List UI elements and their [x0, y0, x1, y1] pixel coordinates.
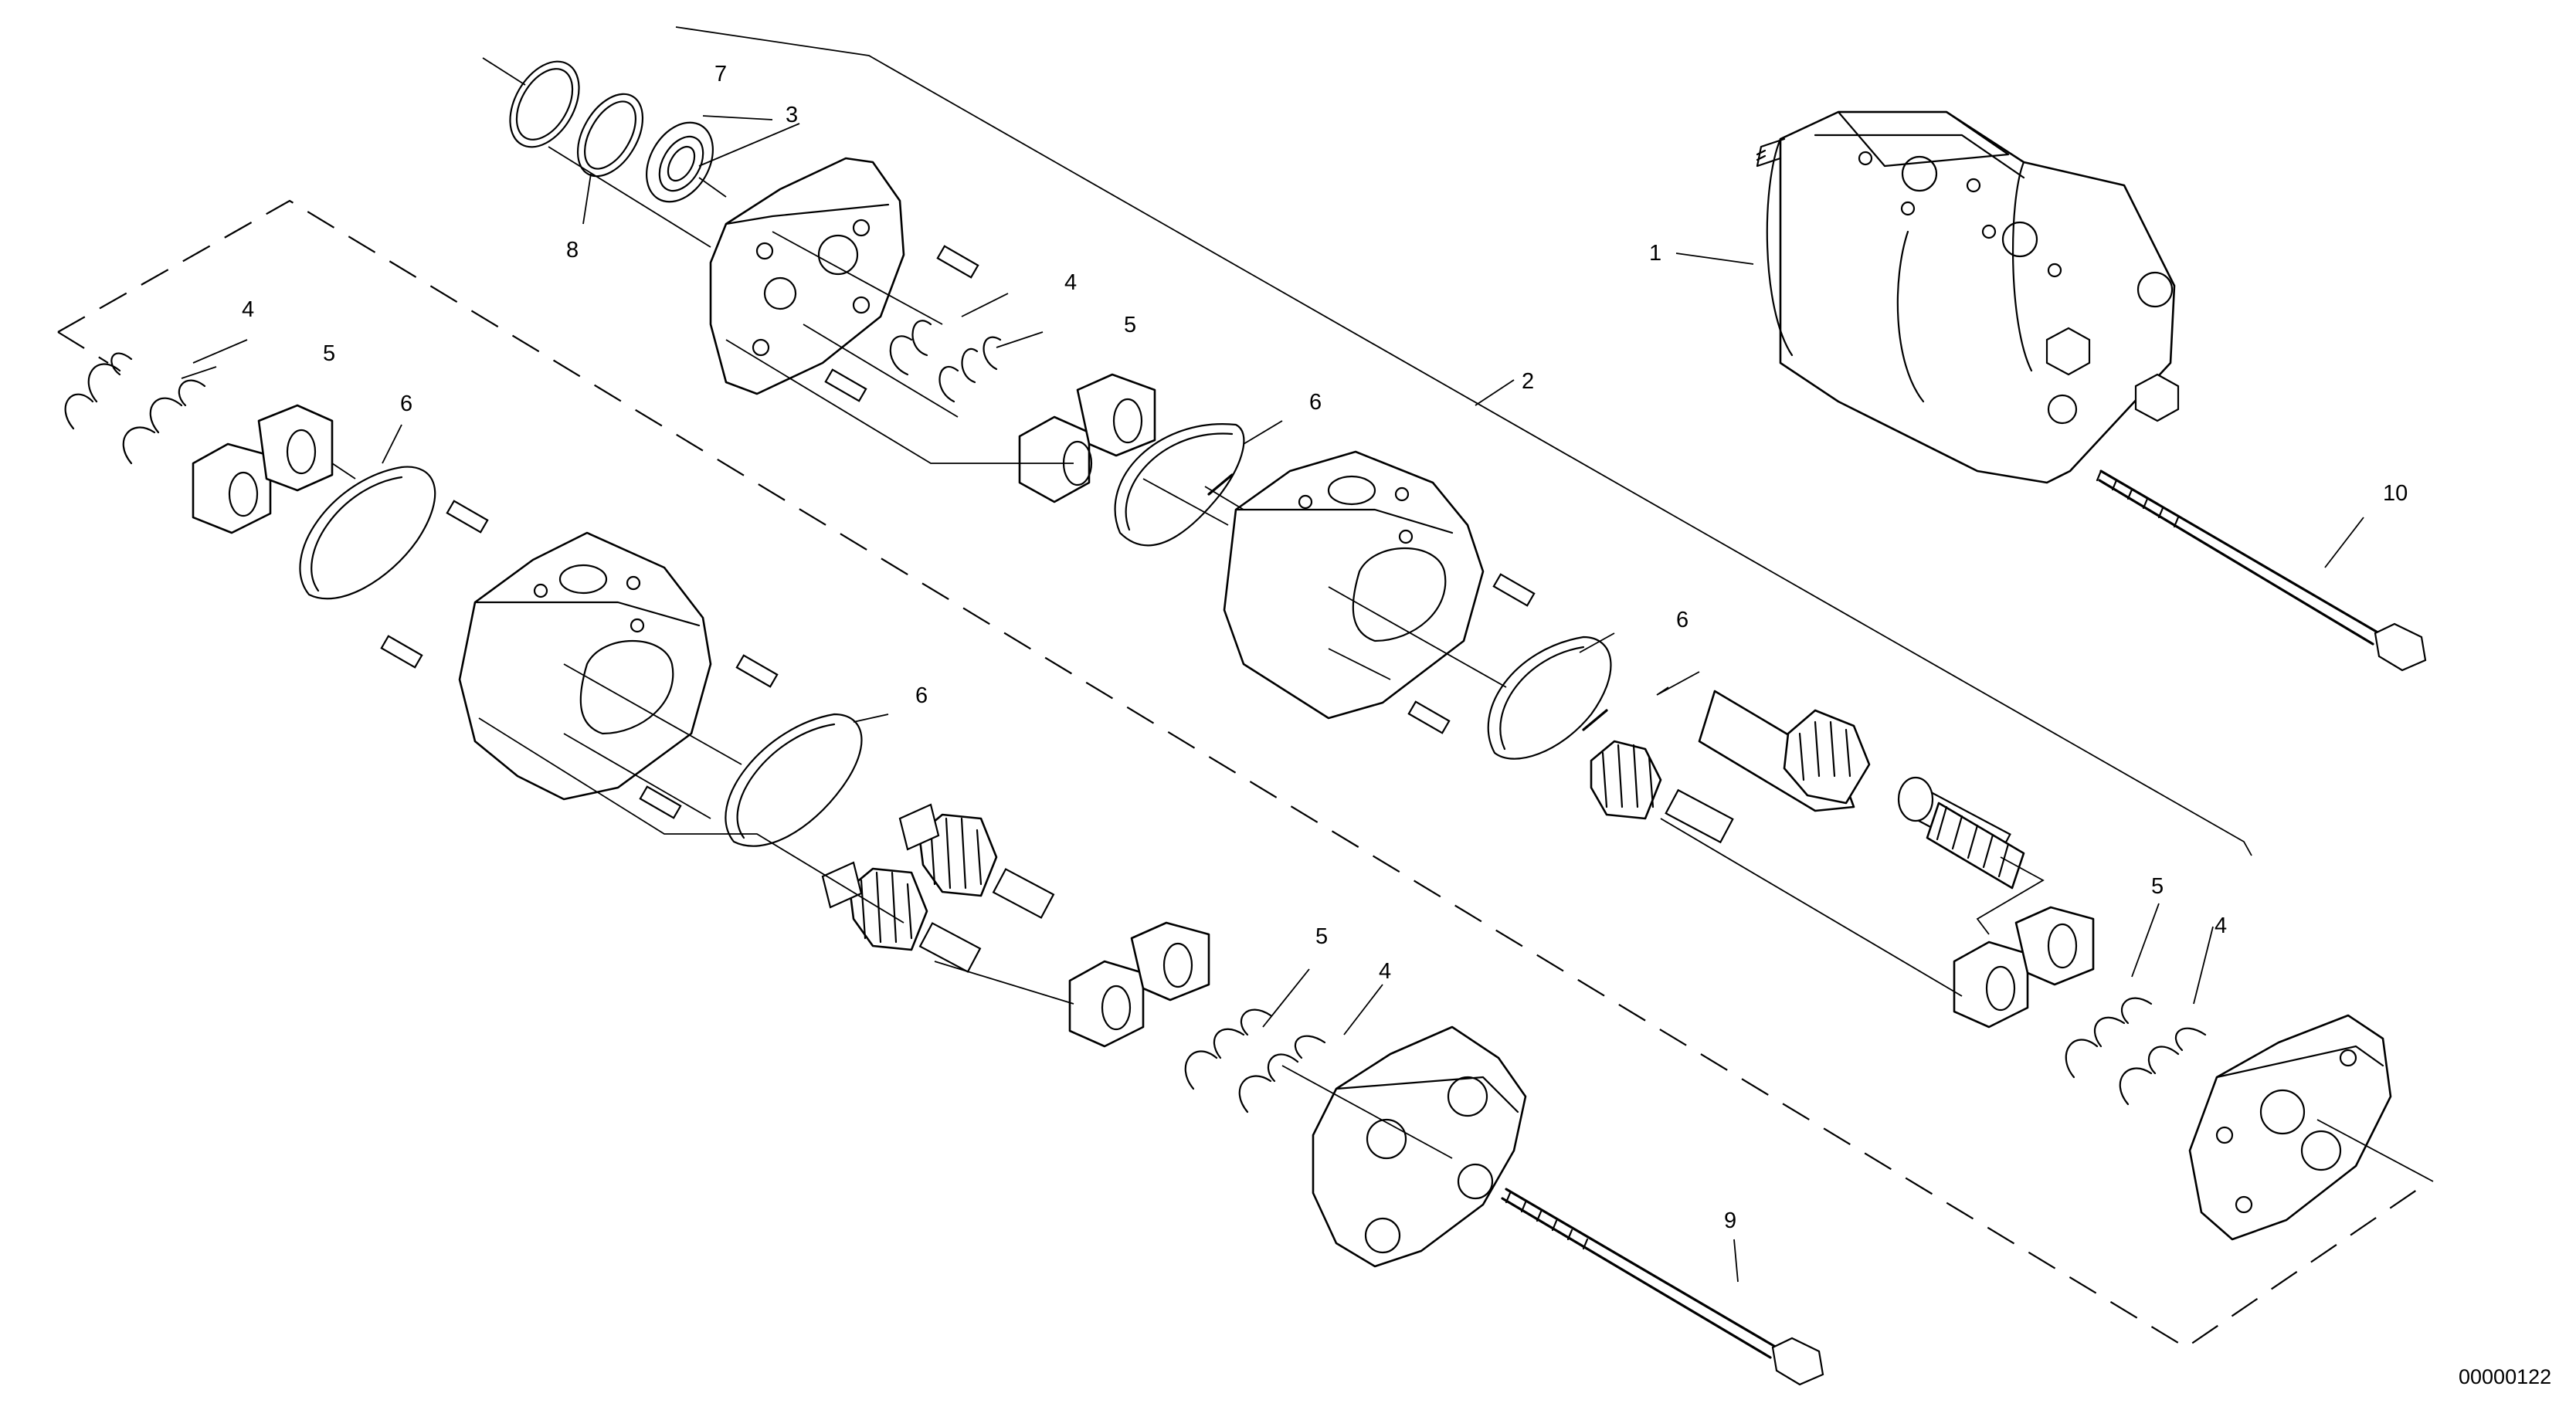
bearing-block-right [1953, 906, 2095, 1029]
long-bolt-10 [2096, 469, 2427, 672]
callout-6-upper: 6 [1309, 390, 1322, 415]
callout-9: 9 [1724, 1208, 1736, 1233]
callout-5-left: 5 [323, 341, 335, 366]
upper-front-flange [709, 157, 905, 395]
callout-4-lower: 4 [1379, 959, 1391, 984]
callout-6-left: 6 [400, 391, 412, 416]
callout-4-right: 4 [2215, 913, 2227, 938]
callouts: 1 2 3 7 8 4 5 6 6 6 6 4 5 5 4 5 4 9 10 [242, 62, 2408, 1233]
callout-6-lower: 6 [915, 683, 928, 708]
drawing-number: 00000122 [2459, 1365, 2551, 1388]
callout-5-lower: 5 [1315, 924, 1328, 949]
clips-lower-left [64, 352, 206, 465]
circlip-8 [576, 93, 644, 178]
bolt-9 [1501, 1188, 1824, 1386]
leader-lines [181, 115, 2364, 1283]
group-bracket-lower-dashed [57, 199, 2430, 1349]
clips-right [2065, 997, 2207, 1106]
o-ring-6-lower-left [299, 466, 436, 600]
callout-1: 1 [1649, 241, 1661, 266]
group-bracket-upper [675, 26, 2252, 856]
gear-upper-driven [1590, 740, 1734, 844]
ring-7 [509, 60, 580, 148]
callout-2: 2 [1522, 369, 1534, 394]
callout-3: 3 [786, 103, 798, 127]
gear-housing-lower [458, 531, 712, 801]
callout-4-upper: 4 [1064, 270, 1077, 295]
callout-8: 8 [566, 238, 579, 263]
o-ring-6-right [1487, 636, 1612, 760]
spline-coupling [1926, 802, 2025, 890]
gear-housing-upper [1223, 450, 1485, 720]
callout-7: 7 [714, 62, 727, 86]
rear-cover [2188, 1014, 2392, 1241]
axis-lines [331, 146, 2434, 1182]
front-cover-lower [1312, 1025, 1527, 1268]
gear-lower-upper [898, 803, 1055, 919]
callout-5-upper: 5 [1124, 313, 1136, 337]
callout-6-right: 6 [1676, 608, 1688, 632]
callout-5-right: 5 [2151, 874, 2164, 899]
bearing-block-lower-left [192, 404, 334, 534]
shaft-seal-3 [646, 121, 714, 203]
bearing-block-upper [1018, 373, 1156, 503]
o-ring-6-lower [725, 713, 863, 847]
clips-upper [889, 320, 1002, 403]
callout-4-left: 4 [242, 297, 254, 322]
bearing-block-lower [1068, 921, 1210, 1048]
callout-10: 10 [2383, 481, 2408, 506]
assembled-pump [1756, 110, 2180, 484]
clips-lower [1184, 1008, 1326, 1113]
dowel-pins [380, 245, 1536, 819]
